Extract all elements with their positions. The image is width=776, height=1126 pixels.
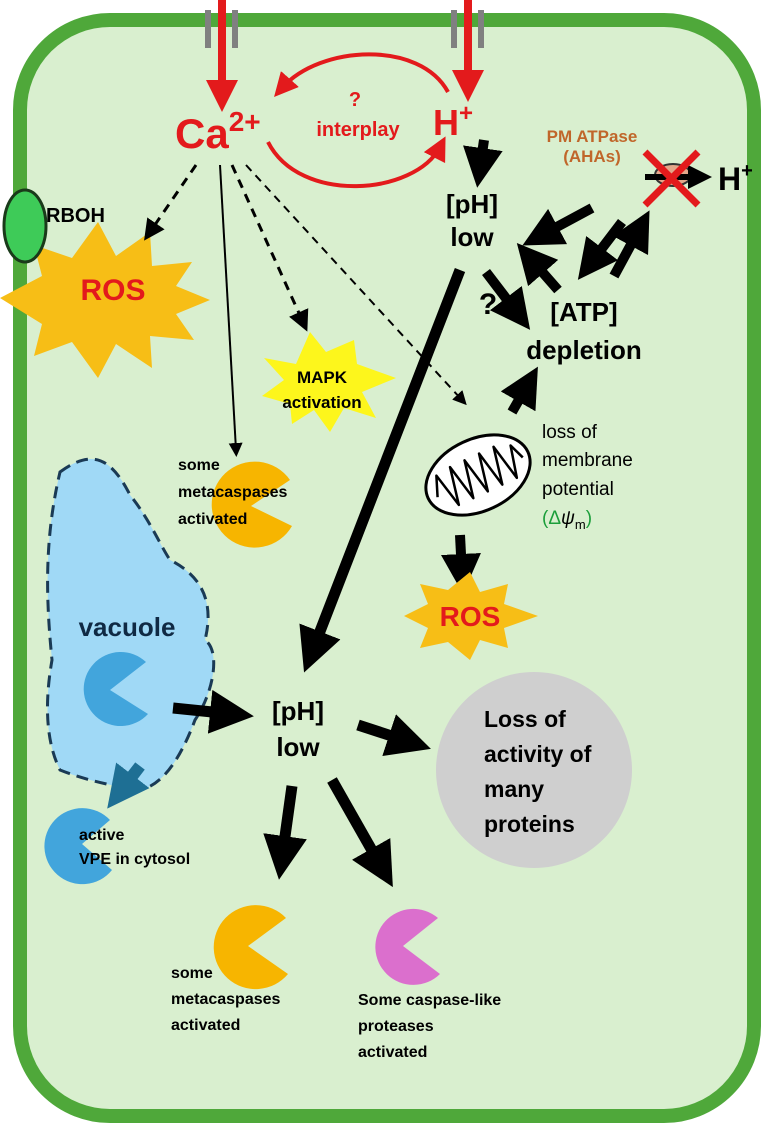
pac-man-protease-icon (44, 808, 112, 885)
mapk-sublabel: activation (282, 393, 361, 412)
h-ion-label: H+ (433, 100, 473, 143)
caspase-label: Some caspase-like (358, 992, 501, 1009)
interplay-question-mark: ? (349, 89, 361, 111)
metacaspase-bottom-sublabel-1: metacaspases (171, 991, 281, 1008)
loss-activity-label-3: many (484, 776, 544, 802)
pac-man-protease-icon (213, 905, 288, 990)
metacaspase-top-sublabel-2: activated (178, 511, 247, 528)
rboh-label: RBOH (46, 205, 105, 227)
ros-label-left: ROS (80, 274, 145, 307)
atpase-to-ph-arrow (522, 203, 595, 246)
ca-to-mapk-arrow (230, 164, 309, 332)
h-to-ph-arrow (463, 139, 503, 188)
delta-psi-label: (Δψm) (542, 508, 592, 532)
pm-atpase-label: PM ATPase (547, 127, 638, 146)
pac-man-protease-icon (211, 461, 292, 548)
loss-activity-label-2: activity of (484, 741, 592, 767)
caspase-sublabel-2: activated (358, 1044, 427, 1061)
caspase-sublabel-1: proteases (358, 1018, 434, 1035)
ros-label-mito: ROS (440, 601, 501, 632)
interplay-arrow-bottom (266, 136, 446, 189)
loss-potential-sublabel-1: membrane (542, 450, 633, 471)
mito-to-atp-arrow (500, 366, 538, 415)
ros-burst-mito (404, 572, 538, 660)
ph-low-mid-sublabel: low (276, 732, 320, 762)
ph-low-mid-label: [pH] (272, 696, 324, 726)
ph-to-metacaspase-arrow (263, 785, 307, 880)
mapk-label: MAPK (297, 368, 348, 387)
ph-low-top-sublabel: low (450, 222, 494, 252)
interplay-arrow-top (274, 52, 450, 97)
loss-activity-label-4: proteins (484, 811, 575, 837)
mapk-activation-burst (262, 332, 396, 432)
metacaspase-top-label: some (178, 457, 220, 474)
ca-to-mitochondrion-arrow (245, 164, 467, 406)
metacaspase-top-sublabel-1: metacaspases (178, 484, 288, 501)
vpe-sublabel: VPE in cytosol (79, 851, 190, 868)
ion-channel-icon (205, 10, 238, 48)
ph-to-loss-activity-arrow (356, 714, 431, 757)
ph-low-top-label: [pH] (446, 189, 498, 219)
ph-to-atp-arrow (482, 268, 531, 330)
vacuole-label: vacuole (79, 612, 176, 642)
mitochondrion-icon (424, 433, 532, 517)
pac-man-protease-icon (83, 652, 148, 727)
vpe-label: active (79, 827, 124, 844)
mito-to-ros-arrow (441, 534, 481, 594)
cross-icon (642, 149, 701, 208)
metacaspase-bottom-sublabel-2: activated (171, 1017, 240, 1034)
ion-channel-icon (451, 10, 484, 48)
ph-to-caspase-arrow (327, 777, 393, 888)
loss-potential-sublabel-2: potential (542, 479, 614, 500)
atp-depletion-label: [ATP] (550, 297, 617, 327)
loss-potential-label: loss of (542, 422, 598, 443)
ca-to-ros-arrow (144, 164, 198, 241)
loss-activity-circle (436, 672, 632, 868)
ph-atp-question-mark: ? (479, 288, 497, 321)
atp-to-atpase-arrow (609, 210, 650, 279)
atp-depletion-sublabel: depletion (526, 335, 642, 365)
interplay-label: interplay (316, 119, 400, 141)
ca-ion-label: Ca2+ (175, 106, 261, 157)
pm-atpase-sublabel: (AHAs) (563, 147, 621, 166)
ca-to-metacaspase-arrow (219, 164, 243, 457)
atp-to-ph-arrow (516, 242, 562, 294)
pac-man-protease-icon (375, 908, 440, 985)
h-outside-label: H+ (718, 160, 753, 197)
loss-activity-label-1: Loss of (484, 706, 566, 732)
ph-top-to-ph-mid-arrow (299, 268, 466, 673)
vacuole-to-ph-arrow (172, 689, 254, 734)
ros-burst-left (0, 222, 210, 378)
rboh-enzyme-icon (2, 188, 48, 264)
metacaspase-bottom-label: some (171, 965, 213, 982)
vpe-release-arrow (107, 762, 150, 809)
